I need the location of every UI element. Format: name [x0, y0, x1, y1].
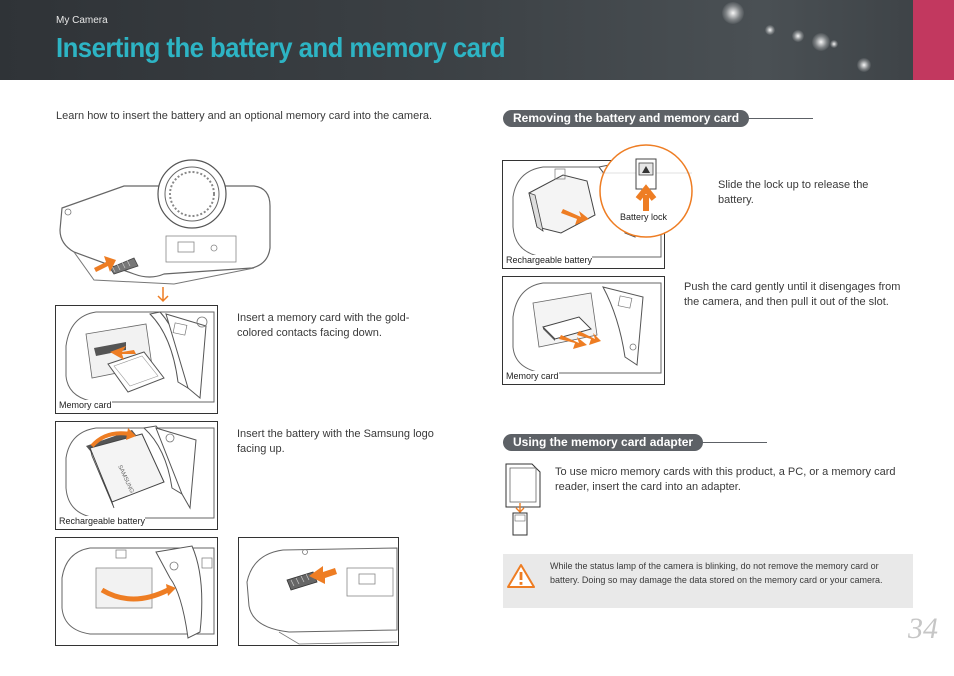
page-number: 34	[908, 612, 938, 645]
sparkle-decoration	[722, 2, 744, 24]
battery-insert-figure: SAMSUNG Rechargeable battery	[55, 421, 218, 530]
removing-heading: Removing the battery and memory card	[503, 110, 814, 127]
warning-triangle-icon	[507, 564, 535, 588]
sparkle-decoration	[765, 25, 775, 35]
warning-text: While the status lamp of the camera is b…	[550, 561, 883, 585]
adapter-heading: Using the memory card adapter	[503, 434, 768, 451]
memory-card-insert-figure: Memory card	[55, 305, 218, 414]
page-title: Inserting the battery and memory card	[56, 32, 506, 63]
camera-bottom-illustration	[59, 159, 271, 285]
lock-instruction: Slide the lock up to release the battery…	[718, 179, 869, 206]
sparkle-decoration	[857, 58, 871, 72]
sparkle-decoration	[830, 40, 838, 48]
warning-note: While the status lamp of the camera is b…	[503, 554, 913, 608]
battery-lock-callout	[599, 144, 693, 238]
header-accent-tab	[913, 0, 954, 80]
breadcrumb[interactable]: My Camera	[56, 15, 108, 26]
removal-memory-card-label: Memory card	[506, 371, 559, 381]
memory-card-label: Memory card	[59, 400, 112, 410]
battery-instruction: Insert the battery with the Samsung logo…	[237, 428, 434, 455]
sparkle-decoration	[812, 33, 830, 51]
battery-lock-label: Battery lock	[620, 212, 668, 222]
down-arrow-icon	[157, 287, 169, 303]
sd-adapter-icon	[505, 463, 541, 536]
removal-battery-label: Rechargeable battery	[506, 255, 593, 265]
intro-text: Learn how to insert the battery and an o…	[56, 110, 433, 122]
lock-slide-figure	[238, 537, 399, 646]
battery-label: Rechargeable battery	[59, 516, 146, 526]
page-header: My Camera Inserting the battery and memo…	[0, 0, 954, 80]
memory-card-instruction: Insert a memory card with the gold-color…	[237, 312, 410, 339]
adapter-instruction: To use micro memory cards with this prod…	[555, 466, 896, 493]
sparkle-decoration	[792, 30, 804, 42]
close-cover-figure	[55, 537, 218, 646]
memory-card-removal-figure: Memory card	[502, 276, 665, 385]
card-removal-instruction: Push the card gently until it disengages…	[684, 281, 901, 308]
